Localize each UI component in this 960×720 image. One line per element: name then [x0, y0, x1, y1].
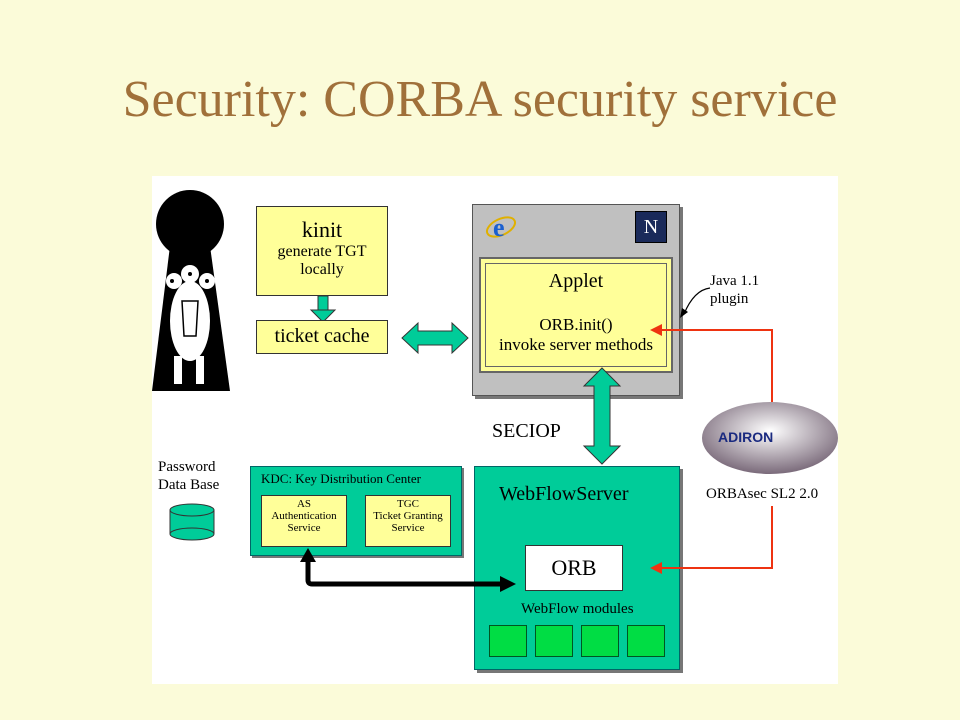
kinit-line2: locally: [300, 261, 344, 278]
kinit-to-cache-arrow: [309, 296, 337, 323]
ie-letter: e: [493, 213, 505, 242]
orb-label: ORB: [551, 555, 597, 580]
webflow-server-box: WebFlowServer ORB WebFlow modules: [474, 466, 680, 670]
webflow-server-label: WebFlowServer: [499, 483, 629, 505]
tgc-line2: Ticket Granting: [373, 510, 443, 522]
java-plugin-line1: Java 1.1: [710, 273, 760, 289]
adiron-logo: ADIRON: [702, 402, 838, 474]
orbasec-red-arrows: [650, 324, 773, 574]
as-line2: Authentication: [271, 510, 337, 522]
webflow-module-4: [627, 625, 665, 657]
password-db-line2: Data Base: [158, 477, 220, 493]
orbasec-label: ORBAsec SL2 2.0: [706, 486, 819, 502]
as-line1: AS: [296, 498, 312, 510]
seciop-double-arrow: [582, 367, 622, 465]
as-orb-black-arrow: [300, 548, 516, 592]
applet-inner-box: Applet ORB.init() invoke server methods: [485, 263, 667, 367]
kdc-title: KDC: Key Distribution Center: [261, 471, 421, 486]
ticket-cache-label: ticket cache: [274, 325, 370, 347]
browser-window: e N Applet ORB.init() invoke server meth…: [472, 204, 680, 396]
diagram-panel: kinit generate TGT locally ticket cache …: [152, 176, 838, 684]
password-db-label: Password Data Base: [158, 458, 219, 494]
keyhole-cerberus-image: [152, 190, 230, 391]
java-plugin-line2: plugin: [710, 291, 749, 307]
tgc-line1: TGC: [397, 498, 419, 510]
as-line3: Service: [287, 522, 321, 534]
kinit-line1: generate TGT: [277, 243, 367, 260]
as-box: AS Authentication Service: [261, 495, 347, 547]
applet-outer-box: Applet ORB.init() invoke server methods: [479, 257, 673, 373]
ie-icon: e: [485, 211, 517, 243]
cache-applet-double-arrow: [401, 321, 469, 355]
kdc-box: KDC: Key Distribution Center AS Authenti…: [250, 466, 462, 556]
tgc-box: TGC Ticket Granting Service: [365, 495, 451, 547]
webflow-modules-label: WebFlow modules: [521, 601, 634, 617]
netscape-icon: N: [635, 211, 667, 243]
java-plugin-label: Java 1.1 plugin: [710, 272, 759, 308]
webflow-module-1: [489, 625, 527, 657]
ticket-cache-box: ticket cache: [256, 320, 388, 354]
database-cylinder-icon: [169, 503, 215, 541]
webflow-module-3: [581, 625, 619, 657]
applet-line1: ORB.init(): [539, 315, 613, 334]
seciop-label: SECIOP: [492, 420, 561, 442]
netscape-letter: N: [643, 216, 659, 238]
webflow-module-2: [535, 625, 573, 657]
java-plugin-pointer: [680, 287, 711, 318]
slide-title: Security: CORBA security service: [122, 71, 838, 128]
tgc-line3: Service: [391, 522, 425, 534]
orb-box: ORB: [525, 545, 623, 591]
applet-line2: invoke server methods: [499, 335, 653, 354]
adiron-text: ADIRON: [718, 429, 773, 445]
applet-heading: Applet: [548, 270, 604, 292]
password-db-line1: Password: [158, 459, 216, 475]
kinit-heading: kinit: [301, 217, 343, 242]
kinit-box: kinit generate TGT locally: [256, 206, 388, 296]
